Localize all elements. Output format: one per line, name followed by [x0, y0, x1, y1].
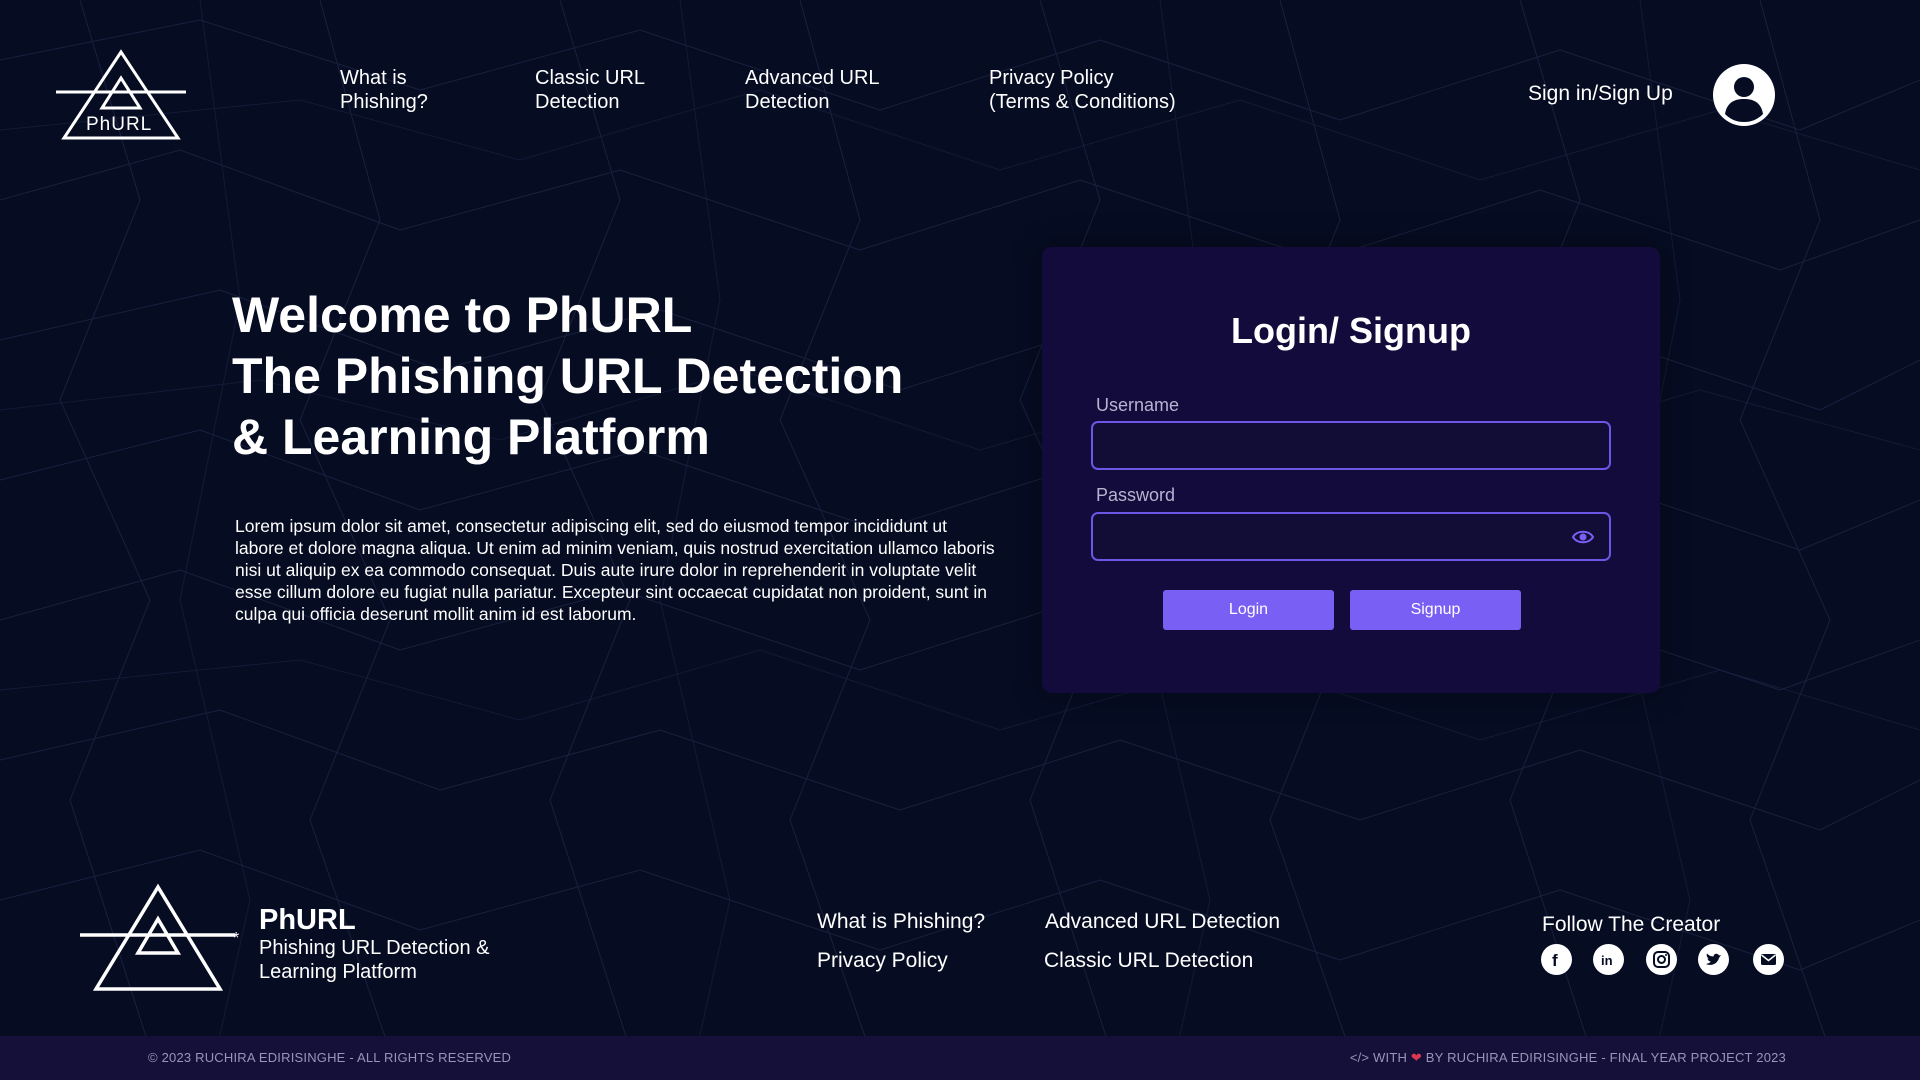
login-card-title: Login/ Signup	[1231, 310, 1471, 351]
credit-suffix: BY RUCHIRA EDIRISINGHE - FINAL YEAR PROJ…	[1425, 1050, 1786, 1065]
user-circle-icon	[1725, 77, 1763, 122]
signup-button[interactable]: Signup	[1350, 590, 1521, 630]
nav-classic-line1: Classic URL	[535, 67, 646, 89]
eye-icon[interactable]	[1571, 527, 1595, 547]
nav-advanced-line2: Detection	[745, 91, 830, 113]
nav-privacy-line1: Privacy Policy	[989, 67, 1114, 89]
hero-title-line1: Welcome to PhURL	[232, 287, 693, 343]
instagram-icon[interactable]	[1646, 944, 1677, 975]
credit-text: </> WITH ❤ BY RUCHIRA EDIRISINGHE - FINA…	[1350, 1050, 1786, 1066]
nav-advanced-url-detection[interactable]: Advanced URL Detection	[745, 66, 880, 114]
nav-privacy-line2: (Terms & Conditions)	[989, 91, 1176, 113]
nav-what-line2: Phishing?	[340, 91, 428, 113]
nav-classic-url-detection[interactable]: Classic URL Detection	[535, 66, 645, 114]
footer-tagline: Phishing URL Detection & Learning Platfo…	[259, 937, 490, 983]
username-label: Username	[1096, 395, 1180, 415]
user-avatar-button[interactable]	[1713, 64, 1775, 126]
footer-link-what-is-phishing[interactable]: What is Phishing?	[817, 910, 986, 933]
follow-creator-label: Follow The Creator	[1542, 913, 1721, 936]
svg-text:in: in	[1601, 953, 1613, 968]
password-label: Password	[1096, 485, 1176, 505]
nav-classic-line2: Detection	[535, 91, 620, 113]
svg-text:f: f	[1552, 951, 1558, 970]
logo-text: PhURL	[86, 114, 153, 135]
email-icon[interactable]	[1753, 944, 1784, 975]
footer-link-advanced-url-detection[interactable]: Advanced URL Detection	[1045, 910, 1281, 933]
credit-prefix: </> WITH	[1349, 1050, 1408, 1065]
footer-brand: PhURL	[259, 904, 356, 936]
linkedin-icon[interactable]: in	[1593, 944, 1624, 975]
heart-icon: ❤	[1410, 1050, 1422, 1065]
signin-signup-link[interactable]: Sign in/Sign Up	[1528, 82, 1673, 105]
copyright-text: © 2023 RUCHIRA EDIRISINGHE - ALL RIGHTS …	[148, 1050, 512, 1065]
password-field-box	[1091, 512, 1611, 561]
password-input[interactable]	[1093, 514, 1609, 559]
username-input[interactable]	[1093, 423, 1609, 468]
footer-bottom-bar: © 2023 RUCHIRA EDIRISINGHE - ALL RIGHTS …	[0, 1036, 1920, 1080]
nav-what-line1: What is	[340, 67, 407, 89]
hero-section: Welcome to PhURL The Phishing URL Detect…	[232, 285, 992, 468]
top-nav: PhURL What is Phishing? Classic URL Dete…	[0, 0, 1920, 190]
hero-title-line2: The Phishing URL Detection	[232, 348, 904, 404]
nav-advanced-line1: Advanced URL	[745, 67, 880, 89]
hero-title: Welcome to PhURL The Phishing URL Detect…	[232, 285, 992, 468]
svg-text:*: *	[233, 930, 239, 947]
login-button[interactable]: Login	[1163, 590, 1334, 630]
hero-title-line3: & Learning Platform	[232, 409, 710, 465]
hero-description: Lorem ipsum dolor sit amet, consectetur …	[235, 516, 995, 624]
nav-privacy-policy[interactable]: Privacy Policy (Terms & Conditions)	[989, 66, 1176, 114]
facebook-icon[interactable]: f	[1541, 944, 1572, 975]
username-field-box	[1091, 421, 1611, 470]
footer-phurl-logo: *	[80, 883, 239, 991]
twitter-icon[interactable]	[1698, 944, 1729, 975]
nav-what-is-phishing[interactable]: What is Phishing?	[340, 66, 428, 114]
footer-link-privacy-policy[interactable]: Privacy Policy	[817, 949, 948, 972]
footer-link-classic-url-detection[interactable]: Classic URL Detection	[1044, 949, 1254, 972]
login-signup-card: Login/ Signup Username Password Login Si…	[1042, 247, 1660, 693]
